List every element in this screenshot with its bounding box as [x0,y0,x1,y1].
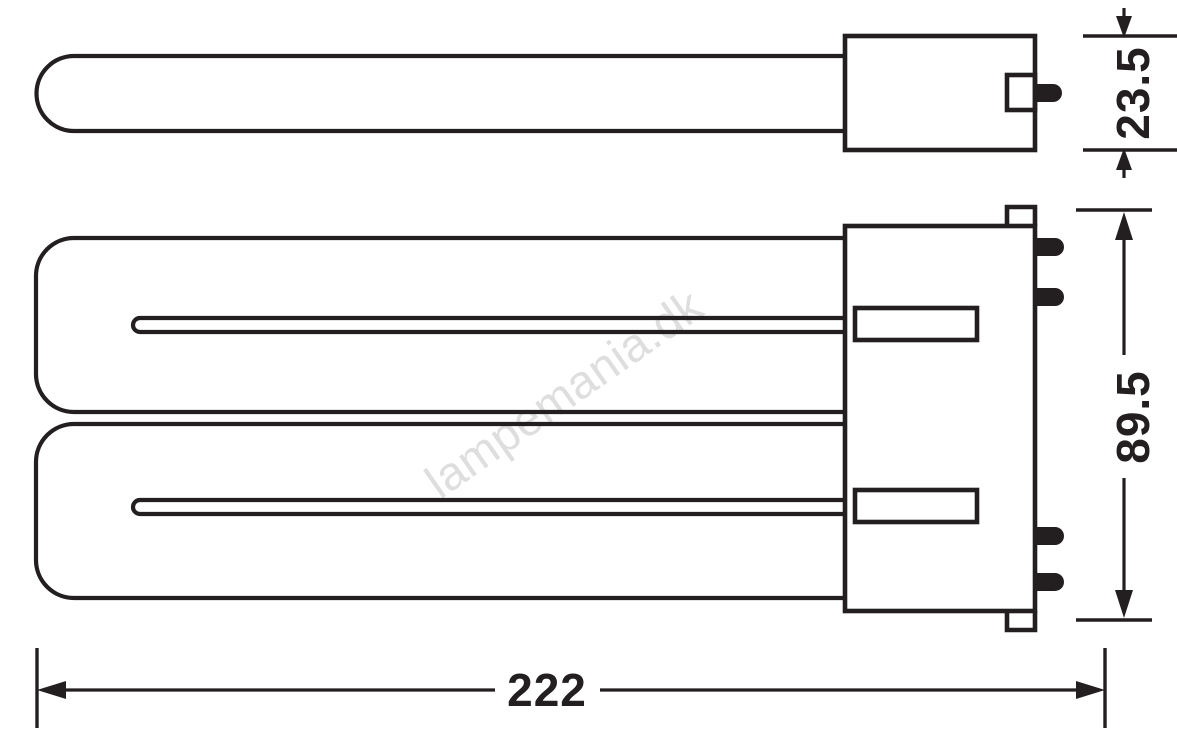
dim-222-label: 222 [507,664,587,716]
top-tube-outline [34,53,848,134]
dim-235-arrow-bottom [1116,148,1132,170]
main-base-housing [842,204,1064,633]
dim-222-arrow-right [1076,681,1105,699]
main-base-pin-4 [1035,573,1064,591]
dim-895-arrow-bottom [1115,590,1133,618]
dim-895-label: 89.5 [1107,370,1159,464]
dim-222-arrow-left [37,681,66,699]
dim-235-label: 23.5 [1107,46,1159,140]
lower-tube-outline [33,421,848,601]
top-view-tube [34,53,848,134]
lower-tube-inner-divider [130,497,848,517]
upper-u-tube [33,235,848,415]
watermark: lampemania.dk [415,278,712,508]
watermark-label: lampemania.dk [415,278,712,508]
main-base-slot-upper [852,305,980,343]
dimension-89-5: 89.5 [1076,208,1159,622]
dim-895-arrow-top [1115,212,1133,240]
dimension-23-5: 23.5 [1083,8,1177,178]
main-base-bottom-tab [1004,611,1038,633]
dimension-222: 222 [35,648,1107,728]
main-base-body [842,223,1038,614]
top-base-notch [1004,72,1038,113]
main-base-pin-1 [1035,238,1064,256]
lower-u-tube [33,421,848,601]
top-view-base [842,33,1062,153]
upper-tube-inner-divider [130,315,848,335]
main-base-pin-2 [1035,288,1064,306]
upper-tube-outline [33,235,848,415]
dim-235-arrow-top [1116,16,1132,38]
top-base-pin [1035,84,1062,102]
main-base-slot-lower [852,487,980,525]
main-base-pin-3 [1035,527,1064,545]
main-base-top-tab [1004,204,1038,226]
